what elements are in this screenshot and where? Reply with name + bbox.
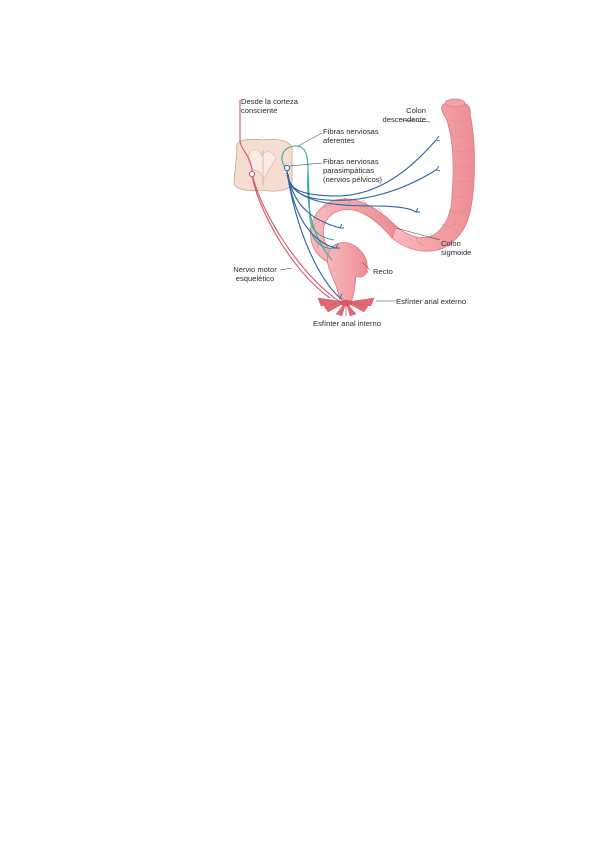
spinal-cord-section: [233, 138, 293, 192]
descending-colon: [391, 101, 475, 252]
parasympathetic-fibers: [286, 139, 437, 299]
skeletal-motor-nerve: [239, 100, 341, 303]
label-external-sphincter: Esfínter anal externo: [396, 297, 467, 306]
label-internal-sphincter: Esfínter anal interno: [313, 319, 381, 328]
label-rectum: Recto: [373, 267, 393, 276]
afferent-fibers: [281, 145, 337, 261]
anal-sphincter: [317, 297, 375, 317]
label-leader-lines: [279, 119, 441, 316]
